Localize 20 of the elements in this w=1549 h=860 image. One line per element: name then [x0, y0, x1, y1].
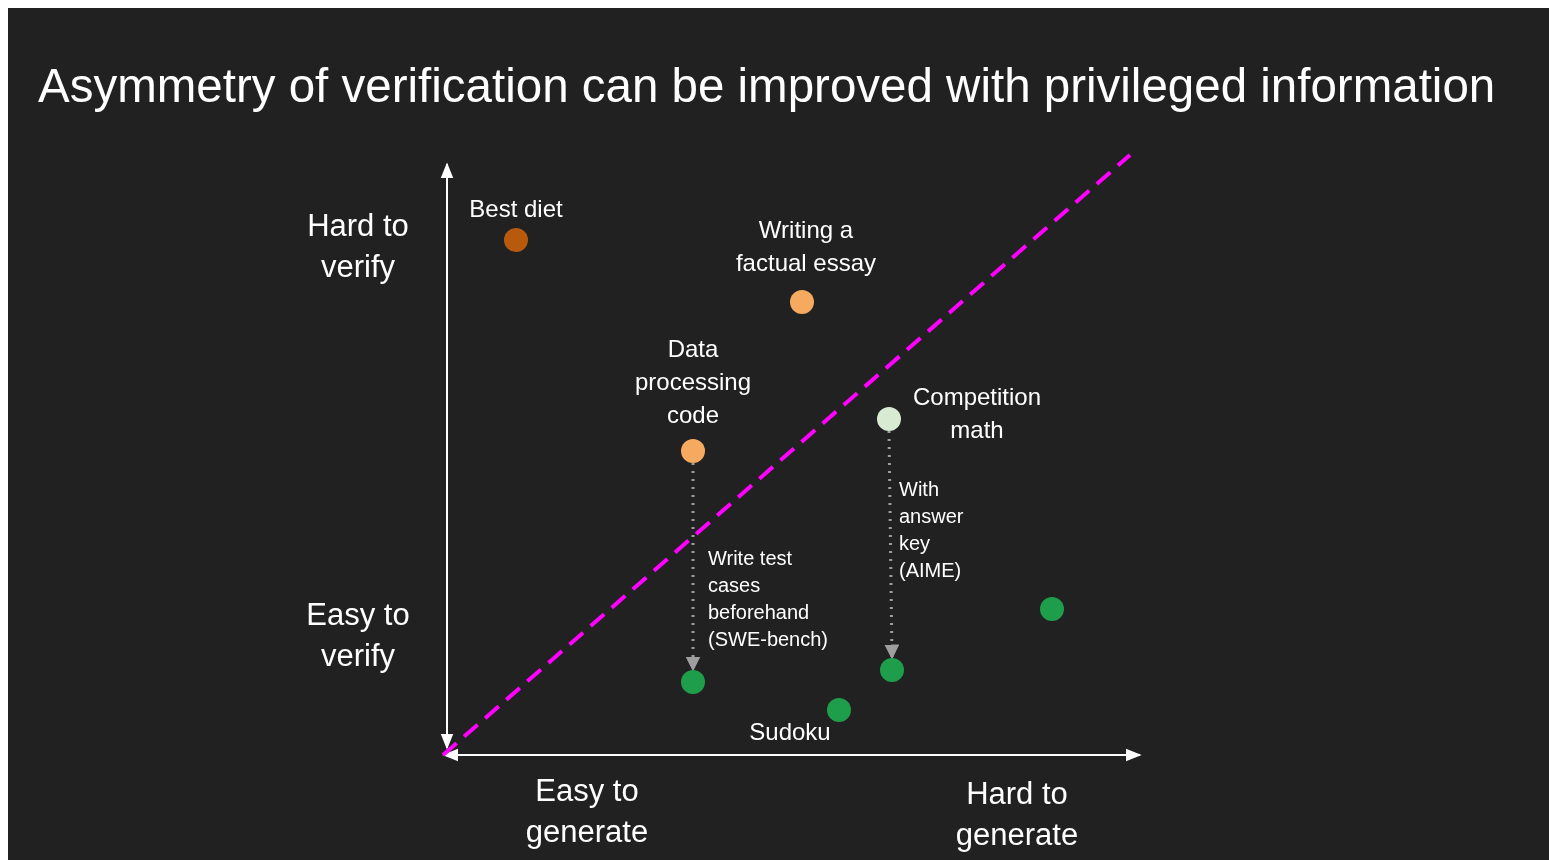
point-label: Sudoku	[748, 717, 832, 747]
point-label: Writing a factual essay	[734, 215, 878, 278]
data-point	[877, 407, 901, 431]
dotted-arrow	[685, 463, 701, 672]
data-point	[827, 698, 851, 722]
slide-title: Asymmetry of verification can be improved with privileged information	[38, 58, 1496, 113]
axis-label: Hard to generate	[954, 775, 1080, 854]
axis-label: Hard to verify	[306, 207, 410, 286]
data-point	[504, 228, 528, 252]
dotted-arrow	[884, 430, 900, 660]
point-label: Best diet	[468, 194, 564, 224]
point-label: Competition math	[911, 382, 1043, 445]
axis-label: Easy to verify	[305, 596, 411, 675]
data-point	[880, 658, 904, 682]
data-point	[681, 439, 705, 463]
data-point	[790, 290, 814, 314]
axis-label: Easy to generate	[524, 772, 650, 851]
point-label: Data processing code	[633, 334, 753, 430]
data-point	[1040, 597, 1064, 621]
data-point	[681, 670, 705, 694]
